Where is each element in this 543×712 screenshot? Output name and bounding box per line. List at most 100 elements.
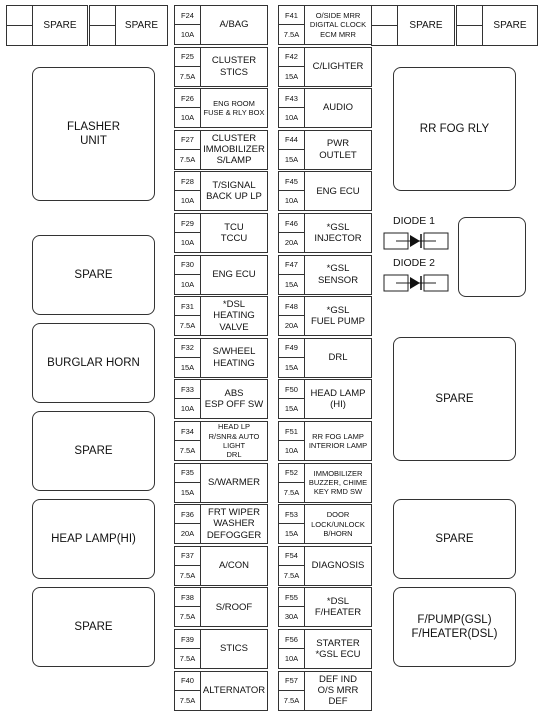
fuse-amperage: 7.5A [175, 607, 201, 627]
top-spare-4: SPARE [456, 5, 538, 46]
fuse-amperage: 7.5A [175, 565, 201, 585]
fuse-f47: F47 15A *GSL SENSOR [278, 254, 372, 295]
fuse-f41: F41 7.5A O/SIDE MRR DIGITAL CLOCK ECM MR… [278, 5, 372, 45]
fuse-description: HEAD LP R/SNR& AUTO LIGHT DRL [208, 422, 260, 460]
fuse-number: F30 [175, 255, 201, 275]
top-spare-2: SPARE [89, 5, 168, 46]
fuse-f40: F40 7.5A ALTERNATOR [174, 670, 268, 711]
fuse-description: S/WARMER [208, 476, 260, 488]
fuse-description: ENG ECU [212, 268, 256, 280]
fuse-f36: F36 20A FRT WIPER WASHER DEFOGGER [174, 504, 268, 545]
fuse-description: S/WHEEL HEATING [212, 346, 256, 369]
fuse-description: ENG ROOM FUSE & RLY BOX [203, 98, 265, 118]
fuse-number: F57 [279, 671, 305, 691]
fuse-f56: F56 10A STARTER *GSL ECU [278, 629, 372, 669]
fuse-f24: F24 10A A/BAG [174, 5, 268, 45]
fuse-description: HEAD LAMP (HI) [310, 388, 366, 411]
fuse-amperage: 10A [175, 399, 201, 419]
fuse-f52: F52 7.5A IMMOBILIZER BUZZER, CHIME KEY R… [278, 462, 372, 503]
fuse-description: IMMOBILIZER BUZZER, CHIME KEY RMD SW [308, 468, 368, 497]
fuse-amperage: 15A [279, 524, 305, 544]
fuse-amperage: 7.5A [175, 690, 201, 710]
relay-spare-1: SPARE [32, 235, 155, 315]
fuse-f51: F51 10A RR FOG LAMP INTERIOR LAMP [278, 421, 372, 461]
top-spare-label: SPARE [124, 20, 159, 31]
fuse-amperage: 15A [279, 149, 305, 169]
fuse-number: F37 [175, 546, 201, 566]
fuse-number: F26 [175, 89, 201, 109]
fuse-number: F40 [175, 671, 201, 691]
fuse-f55: F55 30A *DSL F/HEATER [278, 587, 372, 628]
fuse-number: F32 [175, 338, 201, 358]
fuse-amperage: 10A [175, 233, 201, 252]
fuse-f28: F28 10A T/SIGNAL BACK UP LP [174, 171, 268, 212]
fuse-description: C/LIGHTER [312, 60, 364, 72]
fuse-number: F54 [279, 546, 305, 566]
fuse-f54: F54 7.5A DIAGNOSIS [278, 545, 372, 586]
fuse-f49: F49 15A DRL [278, 337, 372, 378]
fuse-amperage: 7.5A [175, 441, 201, 460]
fuse-description: *GSL FUEL PUMP [310, 304, 366, 328]
fuse-number: F53 [279, 505, 305, 525]
fuse-description: A/CON [218, 560, 250, 572]
fuse-f25: F25 7.5A CLUSTER STICS [174, 46, 268, 87]
fuse-description: AUDIO [322, 102, 354, 114]
fuse-f26: F26 10A ENG ROOM FUSE & RLY BOX [174, 88, 268, 129]
fuse-amperage: 10A [279, 108, 305, 128]
fuse-number: F41 [279, 6, 305, 25]
fuse-f46: F46 20A *GSL INJECTOR [278, 213, 372, 253]
fuse-number: F35 [175, 463, 201, 483]
relay-spare-right-2: SPARE [393, 499, 516, 579]
fuse-f50: F50 15A HEAD LAMP (HI) [278, 379, 372, 420]
fuse-description: STARTER *GSL ECU [315, 637, 361, 660]
fuse-description: DEF IND O/S MRR DEF [317, 673, 359, 708]
fuse-description: S/ROOF [215, 601, 253, 613]
fuse-amperage: 10A [279, 441, 305, 460]
fuse-description: PWR OUTLET [319, 138, 357, 161]
fuse-description: CLUSTER STICS [211, 55, 257, 78]
relay-empty [458, 217, 526, 297]
diode-1-icon [383, 232, 449, 250]
fuse-description: T/SIGNAL BACK UP LP [206, 180, 262, 203]
fuse-description: TCU TCCU [220, 221, 248, 244]
fuse-description: ALTERNATOR [202, 684, 266, 696]
fuse-number: F36 [175, 505, 201, 525]
fuse-amperage: 10A [175, 25, 201, 44]
top-spare-1: SPARE [6, 5, 88, 46]
fuse-number: F55 [279, 588, 305, 608]
fuse-f34: F34 7.5A HEAD LP R/SNR& AUTO LIGHT DRL [174, 421, 268, 461]
fuse-number: F56 [279, 630, 305, 649]
fuse-number: F34 [175, 422, 201, 441]
fuse-amperage: 20A [175, 524, 201, 544]
fuse-description: A/BAG [219, 19, 249, 31]
fuse-amperage: 7.5A [279, 482, 305, 502]
relay-spare-2: SPARE [32, 411, 155, 491]
fuse-amperage: 15A [279, 66, 305, 86]
fuse-f48: F48 20A *GSL FUEL PUMP [278, 296, 372, 337]
fuse-description: *GSL INJECTOR [314, 221, 362, 244]
fuse-number: F29 [175, 214, 201, 233]
relay-flasher-unit: FLASHER UNIT [32, 67, 155, 201]
fuse-number: F31 [175, 297, 201, 317]
fuse-f35: F35 15A S/WARMER [174, 462, 268, 503]
diode-2-icon [383, 274, 449, 292]
fuse-description: DRL [328, 352, 348, 364]
fuse-amperage: 7.5A [175, 316, 201, 336]
relay-rr-fog: RR FOG RLY [393, 67, 516, 191]
top-spare-3: SPARE [371, 5, 455, 46]
fuse-amperage: 15A [279, 399, 305, 419]
relay-fpump-fheater: F/PUMP(GSL) F/HEATER(DSL) [393, 587, 516, 667]
fuse-description: STICS [220, 643, 248, 655]
fuse-amperage: 15A [175, 357, 201, 377]
fuse-amperage: 7.5A [175, 66, 201, 86]
fuse-f44: F44 15A PWR OUTLET [278, 129, 372, 170]
fuse-amperage: 20A [279, 316, 305, 336]
fuse-description: *DSL F/HEATER [314, 596, 362, 619]
fuse-number: F43 [279, 89, 305, 109]
fuse-f57: F57 7.5A DEF IND O/S MRR DEF [278, 670, 372, 711]
fuse-number: F38 [175, 588, 201, 608]
fuse-amperage: 10A [175, 191, 201, 211]
fuse-description: *DSL HEATING VALVE [213, 299, 255, 333]
fuse-number: F52 [279, 463, 305, 483]
fuse-f39: F39 7.5A STICS [174, 629, 268, 669]
